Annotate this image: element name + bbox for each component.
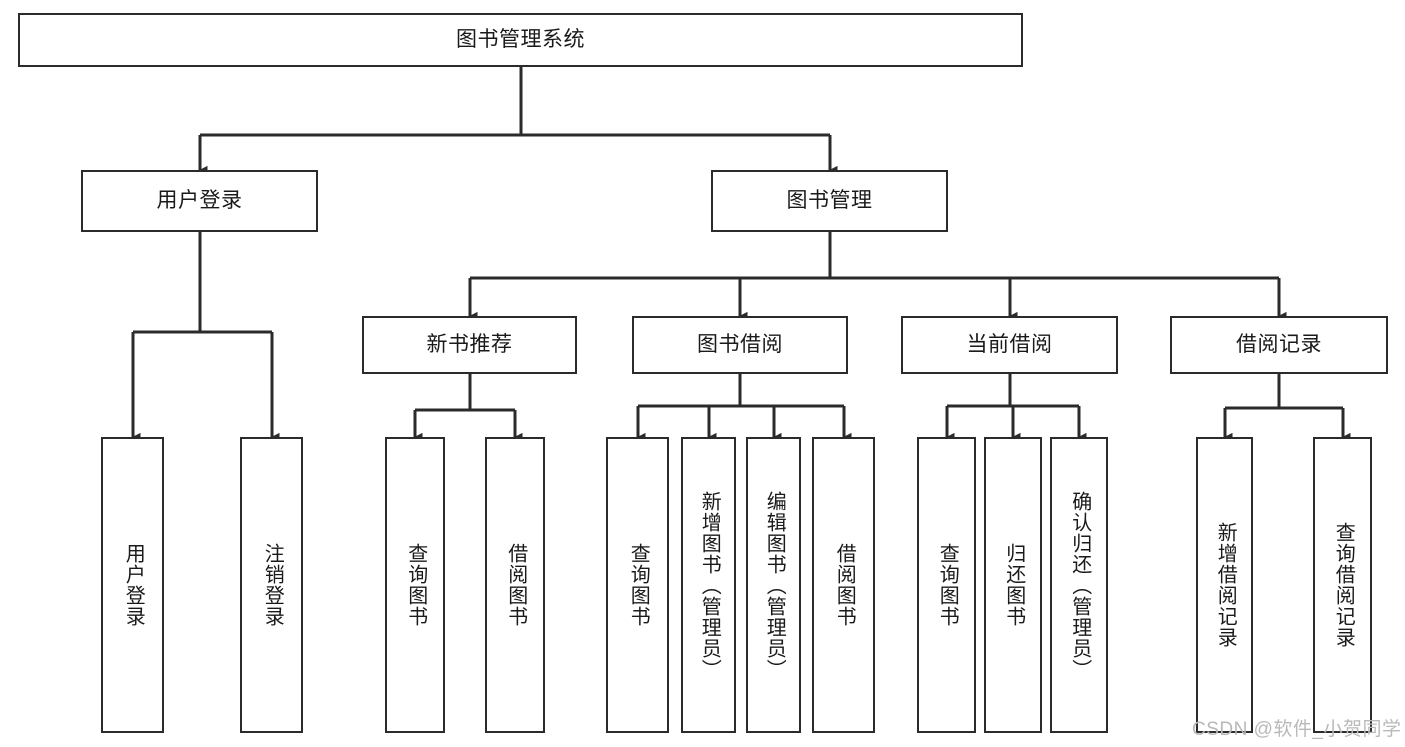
node-label: 用户登录 bbox=[122, 543, 145, 627]
node-label: 借阅图书 bbox=[833, 543, 856, 627]
node-box-l3-3[interactable]: 当前借阅 bbox=[901, 316, 1118, 374]
node-label: 当前借阅 bbox=[966, 333, 1053, 357]
node-label: 图书管理系统 bbox=[456, 28, 585, 52]
node-label: 查询借阅记录 bbox=[1332, 522, 1355, 648]
node-label: 新书推荐 bbox=[426, 333, 513, 357]
node-box-leaf-11[interactable]: 确认归还（管理员） bbox=[1050, 437, 1108, 733]
node-box-leaf-6[interactable]: 新增图书（管理员） bbox=[681, 437, 736, 733]
node-label: 图书借阅 bbox=[697, 333, 783, 357]
node-box-leaf-12[interactable]: 新增借阅记录 bbox=[1196, 437, 1253, 733]
node-box-leaf-2[interactable]: 注销登录 bbox=[240, 437, 303, 733]
node-label: 确认归还（管理员） bbox=[1068, 490, 1091, 680]
node-box-l3-1[interactable]: 新书推荐 bbox=[362, 316, 577, 374]
node-box-leaf-8[interactable]: 借阅图书 bbox=[812, 437, 875, 733]
node-box-l2-1[interactable]: 用户登录 bbox=[81, 170, 318, 232]
node-box-l2-2[interactable]: 图书管理 bbox=[711, 170, 948, 232]
node-label: 归还图书 bbox=[1002, 543, 1025, 627]
node-box-leaf-5[interactable]: 查询图书 bbox=[606, 437, 669, 733]
node-label: 用户登录 bbox=[156, 189, 243, 213]
node-label: 借阅图书 bbox=[504, 543, 527, 627]
node-label: 查询图书 bbox=[627, 543, 650, 627]
node-label: 查询图书 bbox=[936, 543, 959, 627]
node-box-leaf-3[interactable]: 查询图书 bbox=[385, 437, 445, 733]
node-box-root[interactable]: 图书管理系统 bbox=[18, 13, 1023, 67]
node-label: 新增图书（管理员） bbox=[698, 490, 721, 680]
node-box-l3-4[interactable]: 借阅记录 bbox=[1170, 316, 1388, 374]
node-box-leaf-13[interactable]: 查询借阅记录 bbox=[1313, 437, 1372, 733]
node-box-leaf-7[interactable]: 编辑图书（管理员） bbox=[746, 437, 801, 733]
node-box-leaf-4[interactable]: 借阅图书 bbox=[485, 437, 545, 733]
node-box-leaf-1[interactable]: 用户登录 bbox=[101, 437, 164, 733]
node-label: 编辑图书（管理员） bbox=[763, 490, 786, 680]
node-label: 新增借阅记录 bbox=[1214, 522, 1237, 648]
csdn-watermark: CSDN @软件_小贺同学 bbox=[1192, 719, 1402, 740]
node-box-leaf-9[interactable]: 查询图书 bbox=[917, 437, 976, 733]
node-label: 查询图书 bbox=[404, 543, 427, 627]
node-label: 借阅记录 bbox=[1236, 333, 1322, 357]
node-box-leaf-10[interactable]: 归还图书 bbox=[984, 437, 1042, 733]
node-box-l3-2[interactable]: 图书借阅 bbox=[632, 316, 848, 374]
node-label: 注销登录 bbox=[261, 543, 284, 627]
node-label: 图书管理 bbox=[786, 189, 873, 213]
